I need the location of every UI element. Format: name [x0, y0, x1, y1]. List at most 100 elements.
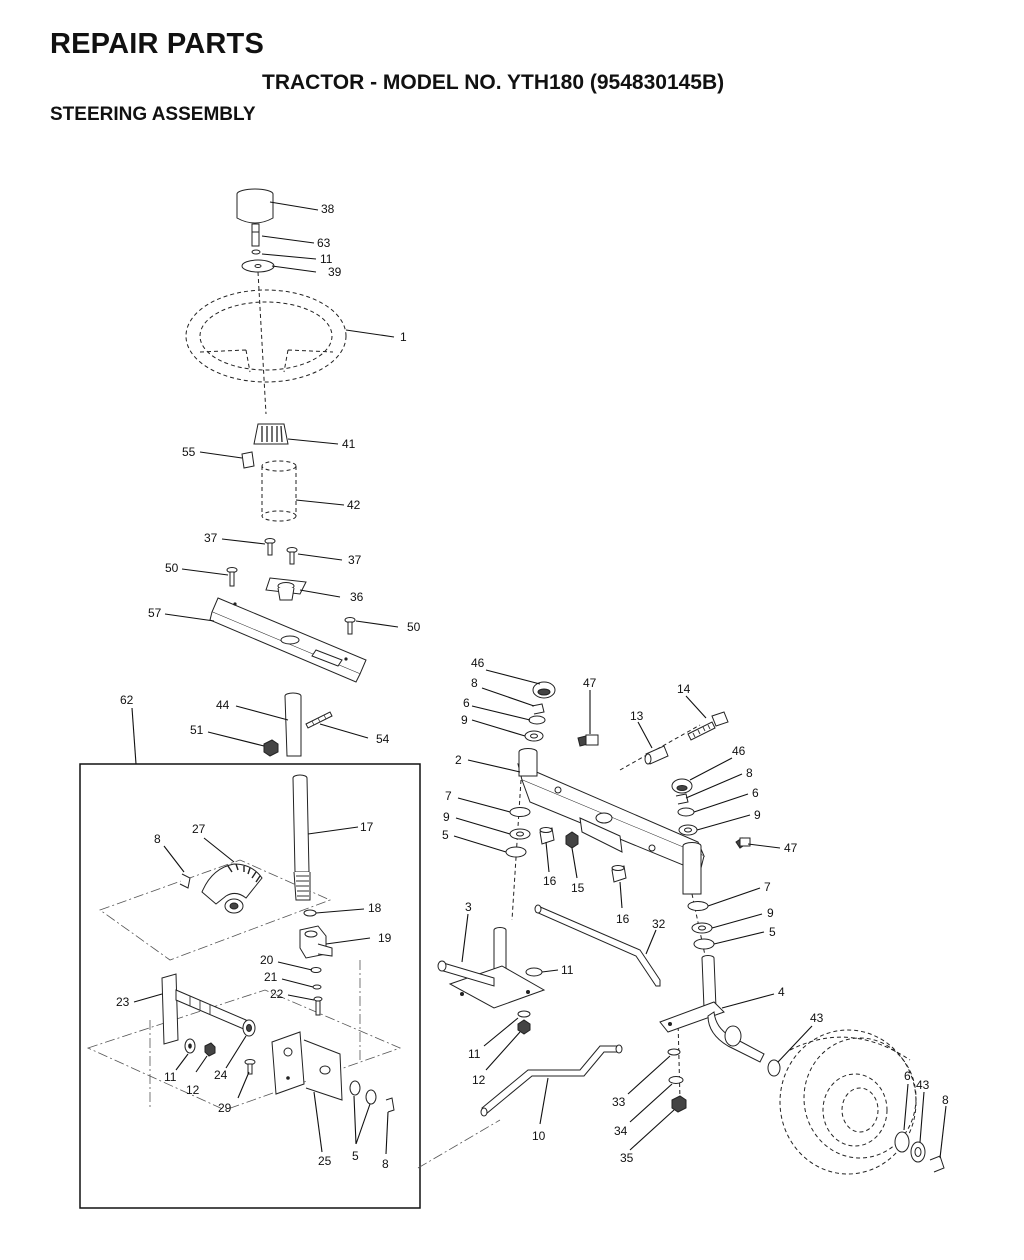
leader-37a	[221, 538, 266, 545]
callout-5-box: 5	[352, 1149, 359, 1163]
leader-7a	[457, 797, 511, 813]
bolt-part-54	[305, 711, 333, 729]
callout-8-box: 8	[382, 1157, 389, 1171]
callout-6-wheel: 6	[904, 1069, 911, 1083]
leader-38	[269, 201, 319, 211]
callout-38: 38	[321, 202, 335, 216]
bolt-part-63	[251, 223, 260, 247]
leader-17	[307, 826, 359, 835]
callout-6-left: 6	[463, 696, 470, 710]
clip-part-8-gear	[179, 873, 191, 889]
callout-12-box: 12	[186, 1083, 200, 1097]
leader-27	[203, 837, 235, 863]
leader-10	[539, 1077, 549, 1125]
model-subtitle: TRACTOR - MODEL NO. YTH180 (954830145B)	[262, 71, 725, 94]
washer-part-34	[668, 1076, 684, 1084]
washer-part-43-outer	[910, 1141, 926, 1163]
leader-50b	[355, 620, 399, 628]
callout-7-left: 7	[445, 789, 452, 803]
leader-8e	[939, 1105, 947, 1159]
sleeve-part-42	[261, 460, 297, 522]
leader-51	[207, 731, 265, 747]
callout-27: 27	[192, 822, 206, 836]
callout-18: 18	[368, 901, 382, 915]
key-part-55	[241, 451, 255, 469]
washer-part-5-box	[349, 1080, 377, 1105]
spindle-tube-left	[518, 748, 538, 777]
callout-14: 14	[677, 682, 691, 696]
bolt-part-50-right	[344, 617, 356, 635]
callout-33: 33	[612, 1095, 626, 1109]
drag-link-part-32	[534, 904, 661, 987]
support-plate-part-57	[209, 597, 367, 683]
bearing-part-9-right-upper	[678, 824, 698, 836]
callout-22: 22	[270, 987, 284, 1001]
callout-55: 55	[182, 445, 196, 459]
callout-9-right-upper: 9	[754, 808, 761, 822]
leader-18	[315, 908, 365, 914]
leader-43b	[919, 1091, 925, 1143]
leader-42	[295, 499, 345, 506]
leader-13	[637, 721, 653, 749]
callout-21: 21	[264, 970, 278, 984]
bolt-part-29	[244, 1059, 256, 1075]
leader-4	[721, 993, 775, 1009]
callout-62: 62	[120, 693, 134, 707]
washer-part-11-top	[251, 249, 261, 255]
sector-gear-part-27	[201, 863, 263, 914]
callout-2: 2	[455, 753, 462, 767]
callout-5-left: 5	[442, 828, 449, 842]
callout-5-right: 5	[769, 925, 776, 939]
leader-5c	[713, 931, 765, 945]
leader-37b	[297, 553, 343, 561]
callout-37-right: 37	[348, 553, 362, 567]
shaft-part-44	[284, 692, 302, 757]
washer-part-20	[310, 967, 322, 973]
leader-2	[467, 759, 521, 773]
callout-44: 44	[216, 698, 230, 712]
callout-35: 35	[620, 1151, 634, 1165]
callout-15: 15	[571, 881, 585, 895]
nut-part-12-lower	[517, 1019, 531, 1035]
spindle-part-3	[437, 927, 546, 1009]
steering-shaft-part-17	[292, 774, 311, 901]
leader-11b	[175, 1053, 189, 1071]
callout-29: 29	[218, 1101, 232, 1115]
nut-part-15	[565, 831, 579, 849]
leader-16b	[619, 881, 623, 909]
nut-part-35	[671, 1095, 687, 1113]
leader-20	[277, 961, 313, 971]
callout-39: 39	[328, 265, 342, 279]
leader-36	[299, 589, 341, 598]
washer-part-11-spindle	[525, 967, 543, 977]
leader-29	[237, 1071, 250, 1099]
washer-part-11-lower	[517, 1010, 531, 1018]
callout-8-gear: 8	[154, 832, 161, 846]
washer-part-39	[241, 259, 275, 273]
bolt-part-14	[687, 711, 729, 741]
gear-plane-outline-lower	[86, 989, 402, 1111]
subassembly-link-line	[417, 1119, 501, 1169]
leader-8a	[163, 845, 185, 873]
adapter-part-41	[253, 423, 289, 445]
tire-wheel-assembly	[779, 1029, 917, 1175]
callout-11-lower: 11	[468, 1047, 481, 1061]
fitting-part-47-left	[577, 734, 599, 747]
leader-9b	[696, 814, 751, 831]
leader-6b	[693, 793, 749, 813]
callout-36: 36	[350, 590, 364, 604]
spindle-tube-right	[682, 842, 702, 895]
washer-part-43-inner	[767, 1059, 781, 1077]
callout-34: 34	[614, 1124, 628, 1138]
tie-rod-axis	[677, 1019, 681, 1101]
leader-23	[133, 993, 163, 1003]
clip-part-8-left	[531, 703, 545, 715]
pin-part-16-right	[611, 865, 627, 883]
steering-wheel-part-1	[185, 289, 347, 383]
callout-43-inner: 43	[810, 1011, 824, 1025]
leader-14	[685, 695, 707, 719]
callout-9-left-lower: 9	[443, 810, 450, 824]
leader-47b	[747, 843, 781, 849]
steering-cap-part-38	[236, 188, 274, 224]
leader-5a	[353, 1095, 371, 1145]
